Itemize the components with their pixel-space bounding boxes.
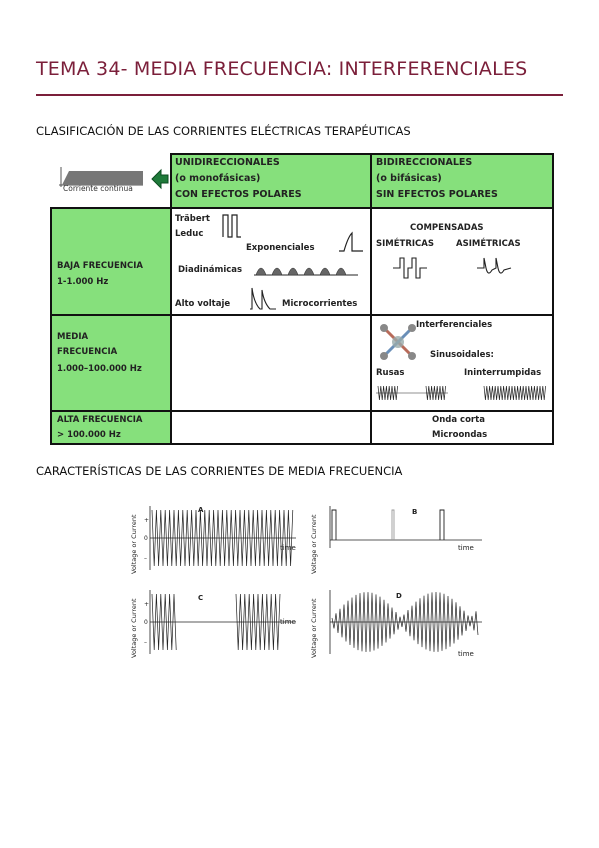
waveform-d-plot (329, 590, 482, 654)
cell-bidireccionales: BIDIRECCIONALES (o bifásicas) SIN EFECTO… (370, 153, 554, 209)
page-title: TEMA 34- MEDIA FRECUENCIA: INTERFERENCIA… (36, 58, 528, 80)
label-ininterrumpidas: Ininterrumpidas (464, 368, 542, 378)
wave-b-pulse-2 (439, 509, 445, 540)
cell-alta-frecuencia: ALTA FRECUENCIA > 100.000 Hz (50, 410, 172, 445)
ininterrumpidas-signal (483, 385, 546, 401)
label-baja-rango: 1-1.000 Hz (57, 277, 109, 287)
xlabel-b: time (458, 544, 474, 552)
label-sin-efectos-polares: SIN EFECTOS POLARES (376, 189, 498, 200)
cell-baja-unidireccional: Träbert Leduc Exponenciales Diadinámicas… (170, 207, 372, 316)
label-alto-voltaje: Alto voltaje (175, 299, 231, 309)
waveform-c-plot: +0 – (144, 590, 296, 654)
panel-letter-b: B (412, 508, 418, 516)
label-exponenciales: Exponenciales (246, 243, 315, 253)
panel-letter-d: D (396, 592, 402, 600)
label-microondas: Microondas (432, 430, 488, 440)
waveform-panel-a: Voltage or Current +0 – A time (128, 504, 300, 576)
label-bidireccionales: BIDIRECCIONALES (376, 157, 473, 168)
label-simetricas: SIMÉTRICAS (376, 239, 434, 249)
label-sinusoidales: Sinusoidales: (430, 350, 494, 360)
wave-c-burst-2 (235, 593, 281, 651)
cell-baja-frecuencia: BAJA FRECUENCIA 1-1.000 Hz (50, 207, 172, 316)
label-unidireccionales: UNIDIRECCIONALES (175, 157, 280, 168)
label-microcorrientes: Microcorrientes (282, 299, 358, 309)
interferential-electrodes-icon (380, 324, 416, 360)
cell-alta-bidireccional: Onda corta Microondas (370, 410, 554, 445)
label-efectos-polares: CON EFECTOS POLARES (175, 189, 302, 200)
symmetric-biphasic-icon (393, 257, 427, 279)
wave-a-signal (151, 509, 294, 567)
label-compensadas: COMPENSADAS (410, 223, 484, 233)
label-diadinamicas: Diadinámicas (178, 265, 243, 275)
diadynamic-wave-icon (254, 267, 358, 276)
ylabel-b: Voltage or Current (310, 514, 318, 574)
wave-b-pulse-0 (331, 509, 337, 540)
label-media-rango: 1.000–100.000 Hz (57, 364, 142, 374)
label-baja-frecuencia: BAJA FRECUENCIA (57, 261, 143, 271)
label-media: MEDIA (57, 332, 89, 342)
rusas-burst-2 (425, 385, 446, 401)
xlabel-a: time (280, 544, 296, 552)
label-rusas: Rusas (376, 368, 405, 378)
wave-a-tick-1: 0 (144, 535, 148, 542)
uninterrupted-wave-icon (483, 385, 546, 401)
section-heading-clasificacion: CLASIFICACIÓN DE LAS CORRIENTES ELÉCTRIC… (36, 124, 411, 138)
wave-c-tick-2: – (144, 639, 147, 646)
cell-alta-unidireccional (170, 410, 372, 445)
label-leduc: Leduc (175, 229, 204, 239)
title-divider (36, 94, 563, 96)
xlabel-c: time (280, 618, 296, 626)
wave-c-tick-0: + (144, 601, 149, 608)
wave-a-tick-2: – (144, 555, 147, 562)
waveform-b-plot (329, 506, 482, 548)
exponential-pulse-icon (339, 231, 363, 252)
cell-baja-bidireccional: COMPENSADAS SIMÉTRICAS ASIMÉTRICAS (370, 207, 554, 316)
panel-letter-a: A (198, 506, 204, 514)
cell-media-bidireccional: Interferenciales Sinusoidales: Rusas Ini… (370, 314, 554, 412)
label-alta-frecuencia: ALTA FRECUENCIA (57, 415, 143, 425)
ylabel-a: Voltage or Current (130, 514, 138, 574)
wave-a-tick-0: + (144, 517, 149, 524)
russian-current-wave-icon (376, 385, 448, 401)
cell-media-frecuencia: MEDIA FRECUENCIA 1.000–100.000 Hz (50, 314, 172, 412)
rusas-burst-1 (377, 385, 398, 401)
asymmetric-biphasic-icon (477, 257, 512, 274)
continuous-current-icon (59, 167, 143, 187)
left-arrow-icon (151, 168, 169, 190)
label-asimetricas: ASIMÉTRICAS (456, 239, 521, 249)
panel-letter-c: C (198, 594, 204, 602)
cell-unidireccionales: UNIDIRECCIONALES (o monofásicas) CON EFE… (170, 153, 372, 209)
label-monofasicas: (o monofásicas) (175, 173, 261, 184)
corriente-continua-box: Corriente continua (55, 163, 147, 195)
label-alta-rango: > 100.000 Hz (57, 430, 121, 440)
wave-d-signal (331, 591, 479, 653)
ylabel-d: Voltage or Current (310, 598, 318, 658)
label-bifasicas: (o bifásicas) (376, 173, 442, 184)
label-trabert: Träbert (175, 214, 210, 224)
cell-media-unidireccional (170, 314, 372, 412)
waveform-panel-c: Voltage or Current +0 – C time (128, 588, 300, 660)
high-voltage-pulse-icon (250, 287, 276, 310)
ylabel-c: Voltage or Current (130, 598, 138, 658)
square-pulse-icon (222, 214, 241, 238)
wave-b-pulse-1 (391, 509, 395, 540)
waveform-panel-b: Voltage or Current B time (308, 504, 488, 576)
xlabel-d: time (458, 650, 474, 658)
waveform-panel-d: Voltage or Current D time (308, 588, 488, 660)
label-onda-corta: Onda corta (432, 415, 485, 425)
label-interferenciales: Interferenciales (416, 320, 493, 330)
corriente-continua-label: Corriente continua (63, 184, 133, 193)
waveform-a-plot: +0 – (144, 506, 296, 570)
wave-c-burst-1 (151, 593, 177, 651)
wave-c-tick-1: 0 (144, 619, 148, 626)
label-frecuencia: FRECUENCIA (57, 347, 118, 357)
section-heading-caracteristicas: CARACTERÍSTICAS DE LAS CORRIENTES DE MED… (36, 464, 403, 478)
